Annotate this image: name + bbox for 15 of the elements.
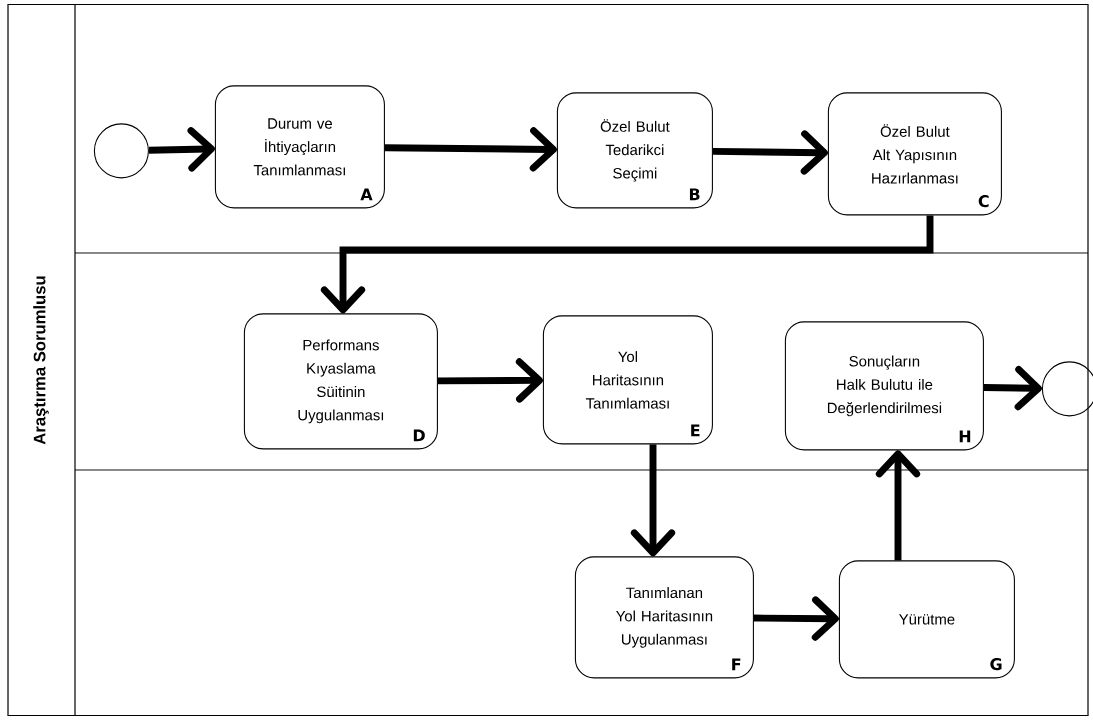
arrow (437, 358, 543, 403)
task-letter: H (959, 430, 971, 443)
arrow (384, 127, 557, 172)
arrow (875, 450, 921, 561)
task-letter: F (732, 658, 741, 671)
arrow (753, 596, 839, 641)
task-letter: D (413, 429, 425, 442)
task-letter: B (689, 188, 700, 201)
event-circle (93, 123, 149, 179)
task-letter: C (978, 195, 989, 208)
task-letter: E (691, 424, 700, 437)
task-letter: G (990, 658, 1002, 671)
pool-label: Araştırma Sorumlusu (33, 276, 49, 445)
arrow (712, 130, 828, 175)
task-letter: A (360, 188, 373, 201)
